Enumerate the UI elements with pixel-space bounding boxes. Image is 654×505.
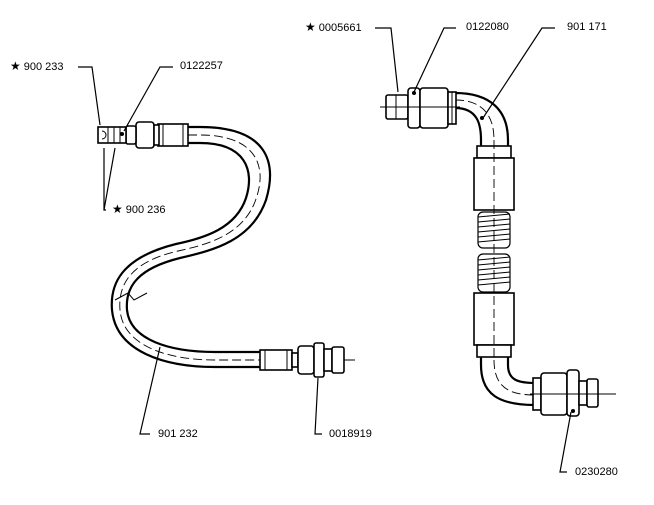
callout-0230280: 0230280 [575, 466, 618, 479]
star-icon: ★ [112, 202, 123, 216]
callout-900-233: ★900 233 [10, 60, 64, 74]
part-number: 901 171 [567, 21, 607, 33]
callout-0018919: 0018919 [329, 428, 372, 441]
right-upper-fitting [380, 87, 460, 129]
part-number: 900 236 [125, 204, 166, 216]
left-leader-lines [78, 66, 322, 435]
callout-901-232: 901 232 [158, 428, 198, 441]
left-hose-assembly [78, 66, 355, 435]
part-number: 0018919 [329, 428, 372, 440]
right-hose-assembly [375, 27, 616, 473]
right-lower-fitting [530, 369, 616, 417]
break-mark [114, 292, 148, 301]
callout-0005661: ★0005661 [305, 21, 362, 35]
callout-901-171: 901 171 [567, 21, 607, 34]
right-straight-section [473, 140, 515, 360]
callout-900-236: ★900 236 [112, 203, 166, 217]
part-number: 0230280 [575, 466, 618, 478]
callout-0122080: 0122080 [466, 21, 509, 34]
star-icon: ★ [305, 20, 316, 34]
left-lower-fitting [259, 342, 355, 378]
star-icon: ★ [10, 59, 21, 73]
callout-0122257: 0122257 [180, 60, 223, 73]
left-hose-body [110, 125, 271, 369]
part-number: 0122080 [466, 21, 509, 33]
left-upper-fitting [97, 121, 189, 149]
part-number: 0122257 [180, 60, 223, 72]
spring-upper [477, 211, 511, 249]
right-upper-elbow [454, 91, 510, 146]
part-number: 901 232 [158, 428, 198, 440]
part-number: 900 233 [23, 61, 64, 73]
right-leader-lines [375, 27, 572, 473]
right-lower-elbow [479, 357, 536, 407]
part-number: 0005661 [318, 22, 362, 34]
